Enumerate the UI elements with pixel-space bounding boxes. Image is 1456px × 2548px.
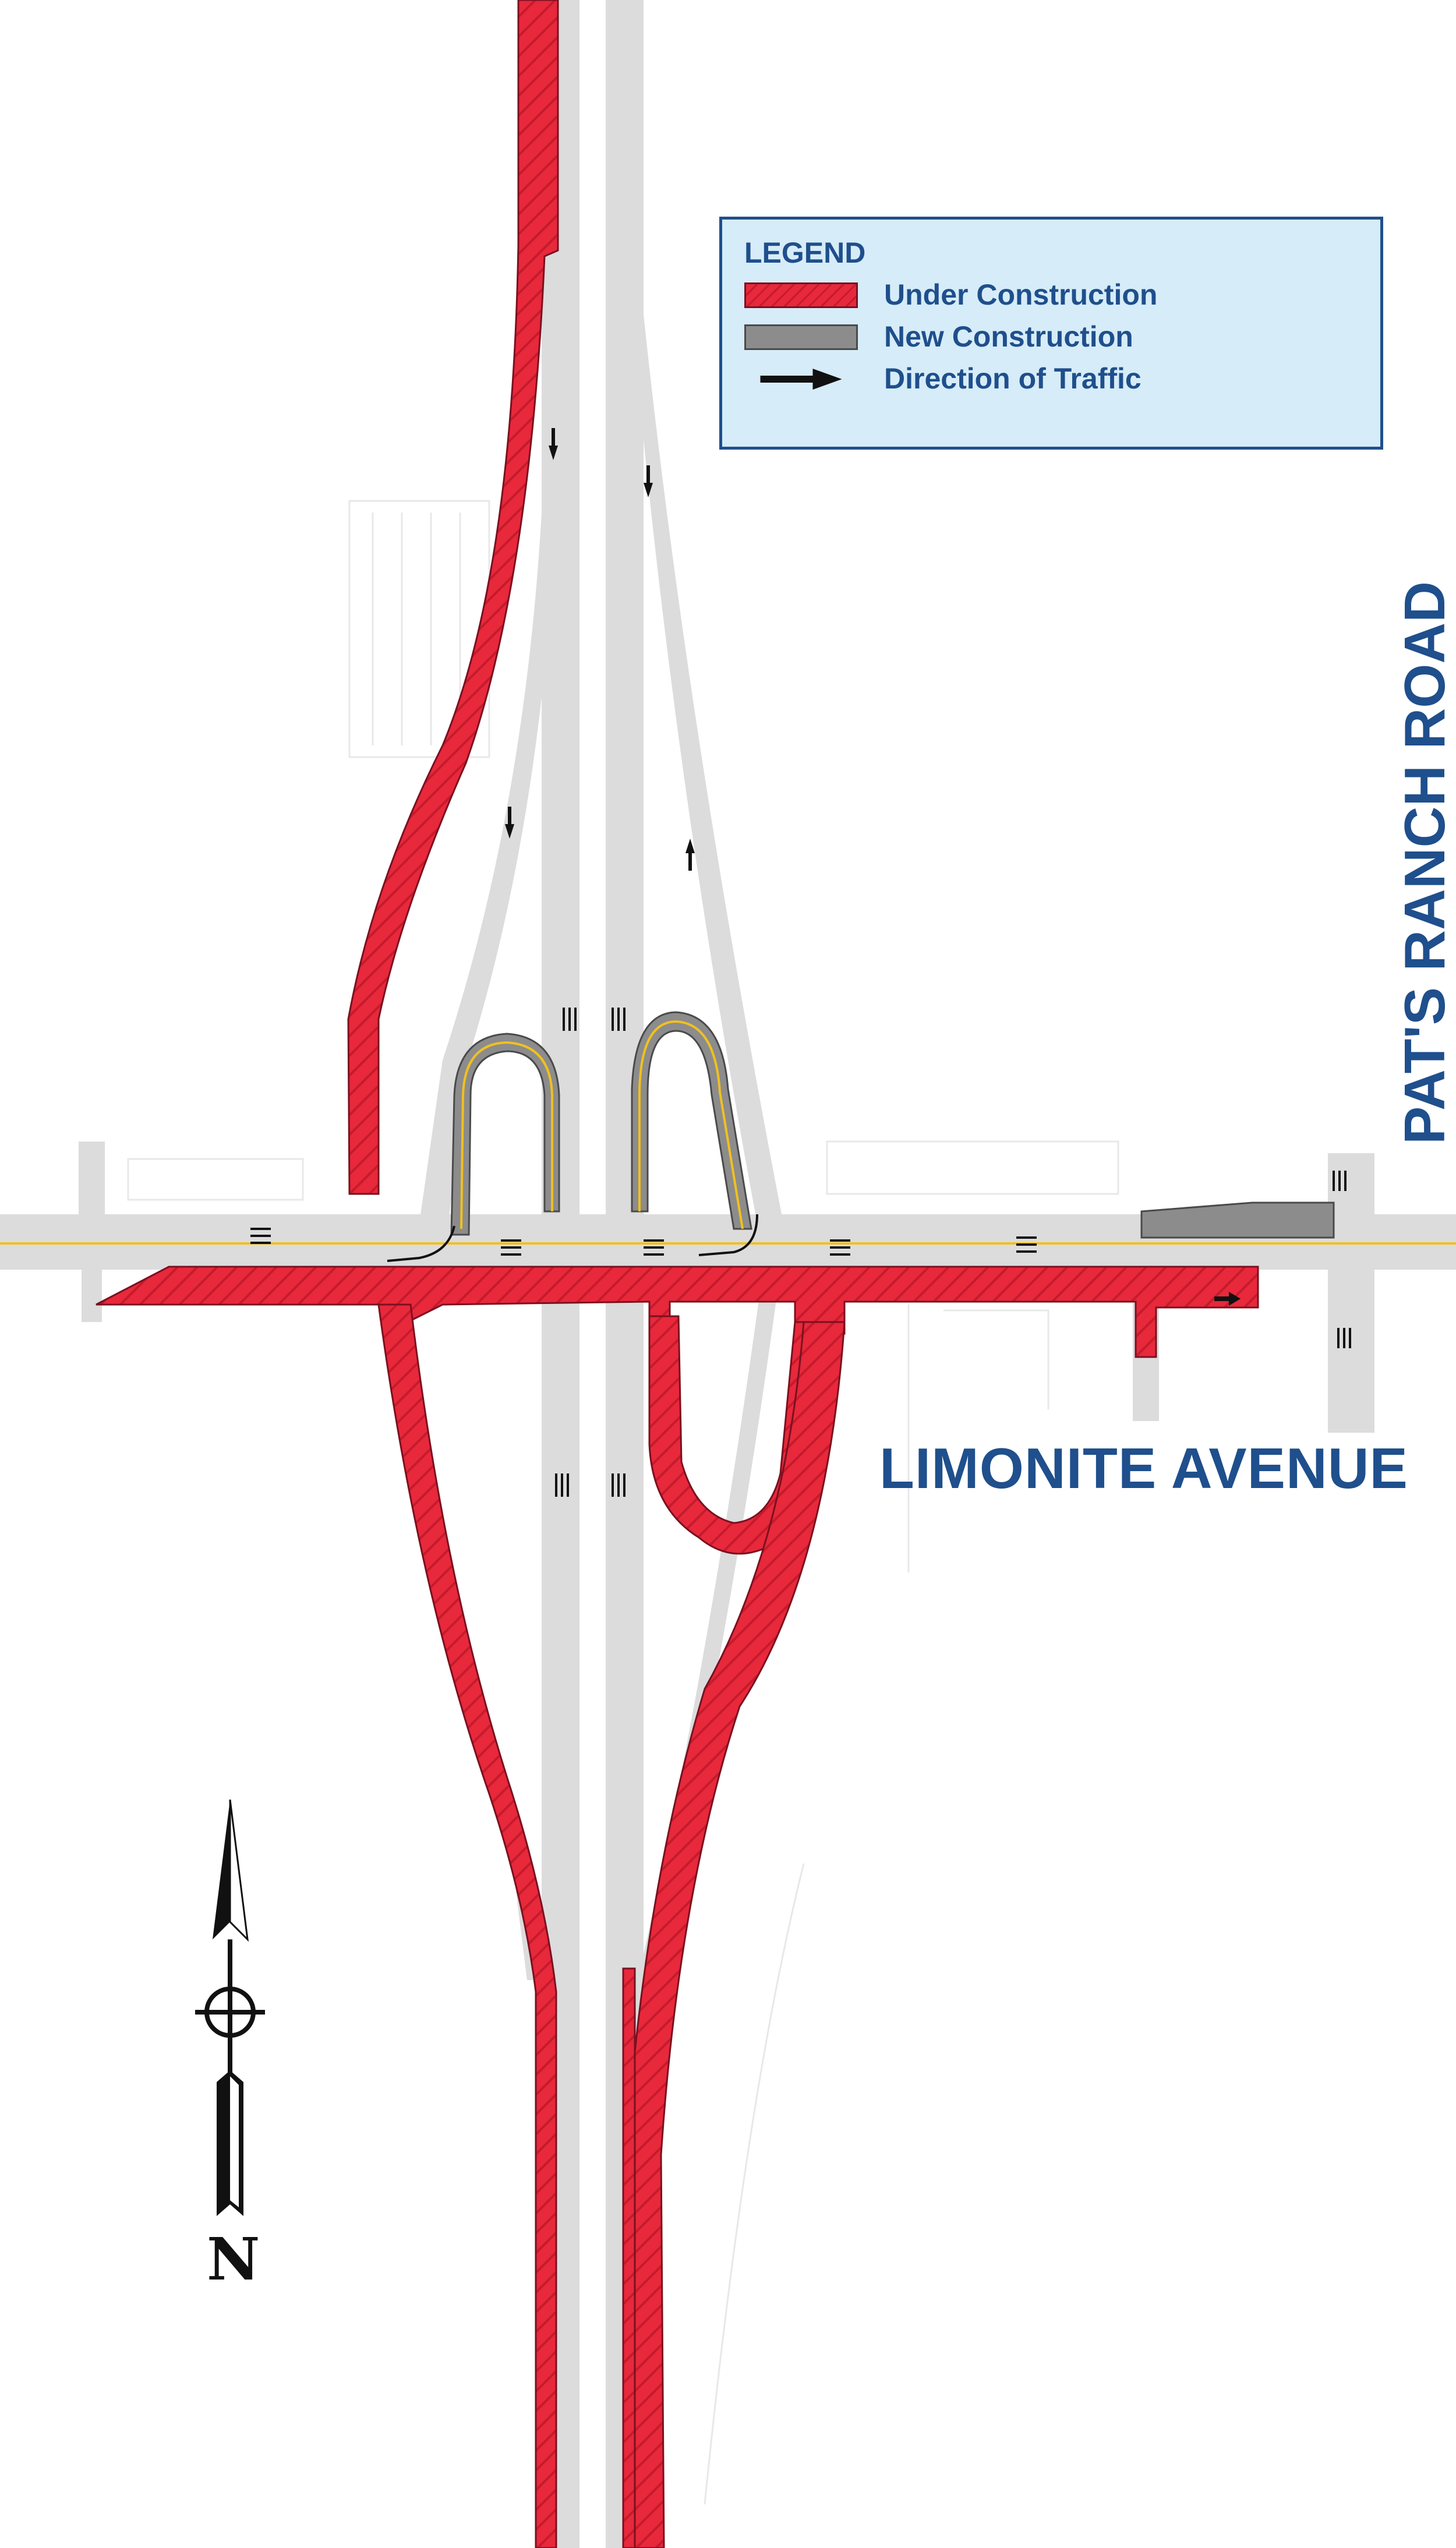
new-construction — [450, 1011, 1335, 1239]
legend-title: LEGEND — [744, 236, 866, 269]
background-parcels — [127, 500, 1119, 2505]
nw-ramp-existing — [419, 513, 556, 1223]
lane-arrow-groups — [250, 1008, 1351, 1497]
parcel-east-curve — [704, 1863, 805, 2505]
parcel-southeast — [907, 1305, 1049, 1572]
arrow-group-pats-north — [1333, 1171, 1347, 1191]
northbound-widening-south — [622, 1967, 636, 2548]
under-construction — [96, 0, 1259, 2548]
legend-label: New Construction — [884, 320, 1133, 353]
arrow-icon — [549, 428, 558, 460]
traffic-arrows — [505, 428, 1241, 1306]
legend-item-under-construction: Under Construction — [744, 278, 1362, 313]
building-west — [127, 1158, 304, 1201]
arrow-icon — [505, 807, 514, 839]
arrow-icon — [644, 465, 653, 497]
ne-ramp-existing — [632, 314, 783, 1223]
nw-loop-centerline — [460, 1041, 553, 1229]
west-cross-street-south — [82, 1270, 102, 1322]
north-letter: N — [207, 2225, 260, 2293]
arrow-icon — [685, 839, 695, 871]
arrow-group-pats-south — [1337, 1328, 1351, 1348]
arrow-icon — [760, 369, 842, 390]
parking-lot-east — [826, 1140, 1119, 1195]
ne-loop-ramp — [631, 1011, 752, 1230]
sw-ramp — [377, 1303, 557, 2548]
legend-label: Under Construction — [884, 278, 1158, 311]
arrow-group-limonite-far-east — [1016, 1236, 1037, 1253]
arrow-icon — [1214, 1292, 1241, 1306]
gray-fill-swatch-icon — [744, 324, 858, 350]
legend-item-new-construction: New Construction — [744, 320, 1362, 355]
legend-panel: LEGEND Under Construction New Constructi… — [719, 217, 1383, 450]
arrow-group-nb-south — [612, 1473, 625, 1497]
legend-label: Direction of Traffic — [884, 362, 1142, 395]
ne-loop-centerline — [638, 1020, 744, 1229]
pats-ranch-road-existing — [1328, 1153, 1374, 1433]
red-hatch-swatch-icon — [744, 282, 858, 308]
road-label-pats-ranch-road: PAT'S RANCH ROAD — [1393, 581, 1456, 1144]
road-label-limonite-avenue: LIMONITE AVENUE — [879, 1436, 1408, 1500]
arrow-group-limonite-center — [644, 1239, 664, 1256]
arrow-group-limonite-east — [830, 1239, 850, 1256]
arrow-group-sb-north — [563, 1008, 577, 1031]
arrow-group-nb-north — [612, 1008, 625, 1031]
pats-ranch-widening — [1140, 1201, 1335, 1239]
turn-arrow-ne-loop — [698, 1214, 758, 1256]
arrow-group-limonite-mid — [501, 1239, 521, 1256]
se-outer-ramp — [625, 1321, 846, 2548]
arrow-group-sb-south — [555, 1473, 569, 1497]
legend-item-direction-of-traffic: Direction of Traffic — [744, 362, 1362, 397]
north-arrow-head-highlight — [229, 1799, 249, 1942]
north-arrow-icon — [195, 1799, 265, 2216]
arrow-group-limonite-west — [250, 1228, 271, 1244]
nw-widening-ramp — [347, 0, 559, 1195]
centerlines — [0, 1020, 1456, 1245]
turn-arrow-nw-loop — [387, 1225, 455, 1262]
north-arrow-tail-highlight — [230, 2076, 239, 2207]
west-cross-street — [79, 1142, 105, 1214]
se-ramp-existing — [638, 1270, 780, 1980]
